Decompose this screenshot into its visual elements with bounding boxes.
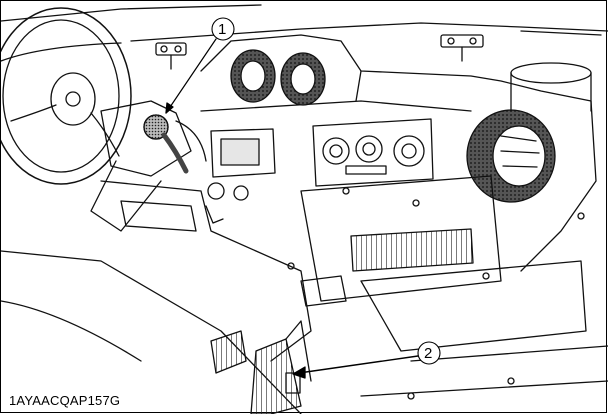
dashboard-top — [200, 34, 597, 272]
callout-1: 1 — [165, 17, 235, 114]
steering-column — [90, 100, 207, 232]
figure-code: 1AYAACQAP157G — [7, 393, 123, 409]
lower-dash-left — [100, 180, 347, 362]
gauge-pod-right — [280, 52, 326, 106]
air-vent-right — [466, 109, 556, 203]
roof-bracket-right — [440, 34, 484, 62]
floor-panel — [1, 250, 608, 414]
brake-pedal — [210, 330, 247, 374]
accelerator-pedal — [250, 320, 312, 414]
callout-1-number: 1 — [218, 21, 226, 38]
gauge-pod-left — [230, 49, 276, 103]
display-screen — [210, 128, 276, 178]
center-console — [300, 175, 587, 352]
callout-2-number: 2 — [424, 345, 432, 362]
switch-cluster — [205, 182, 249, 224]
ignition-knob — [143, 114, 189, 174]
defroster-outlet — [510, 62, 592, 112]
roof-bracket-left — [155, 42, 187, 70]
callout-2: 2 — [292, 341, 441, 379]
steering-wheel — [1, 7, 132, 185]
climate-control-panel — [312, 118, 434, 187]
